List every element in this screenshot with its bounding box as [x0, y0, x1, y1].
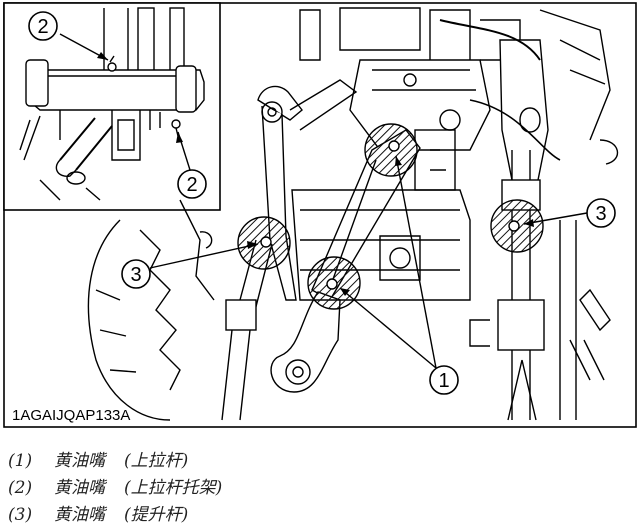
highlight-circles: [237, 123, 544, 310]
diagram-frame: [3, 2, 637, 428]
caption-item-number: (1): [8, 451, 33, 471]
callout-2-bottom: 2: [177, 169, 207, 199]
caption-list: (1) 黄油嘴 (上拉杆) (2) 黄油嘴 (上拉杆托架) (3) 黄油嘴 (提升杆): [8, 448, 628, 529]
svg-text:1: 1: [438, 370, 449, 392]
svg-text:2: 2: [186, 174, 197, 196]
svg-text:2: 2: [37, 16, 48, 38]
callout-3-right: 3: [586, 198, 616, 228]
caption-item-name: 黄油嘴: [54, 478, 105, 498]
caption-item-name: 黄油嘴: [54, 505, 105, 525]
caption-item: (2) 黄油嘴 (上拉杆托架): [8, 475, 628, 502]
callout-2-top: 2: [28, 11, 58, 41]
caption-item-name: 黄油嘴: [54, 451, 105, 471]
caption-item-number: (3): [8, 505, 33, 525]
caption-item: (1) 黄油嘴 (上拉杆): [8, 448, 628, 475]
callout-3-left: 3: [121, 259, 151, 289]
leader-arrows: [97, 52, 534, 296]
svg-text:3: 3: [595, 203, 606, 225]
caption-item-number: (2): [8, 478, 33, 498]
tractor-linkage-diagram: 2 2 3 3 1 1AGAIJQAP133A: [3, 2, 637, 428]
caption-item-part: (提升杆): [124, 505, 189, 525]
caption-item: (3) 黄油嘴 (提升杆): [8, 502, 628, 529]
svg-text:3: 3: [130, 264, 141, 286]
figure-code: 1AGAIJQAP133A: [12, 407, 130, 424]
caption-item-part: (上拉杆托架): [124, 478, 223, 498]
caption-item-part: (上拉杆): [124, 451, 189, 471]
callout-1: 1: [429, 365, 459, 395]
